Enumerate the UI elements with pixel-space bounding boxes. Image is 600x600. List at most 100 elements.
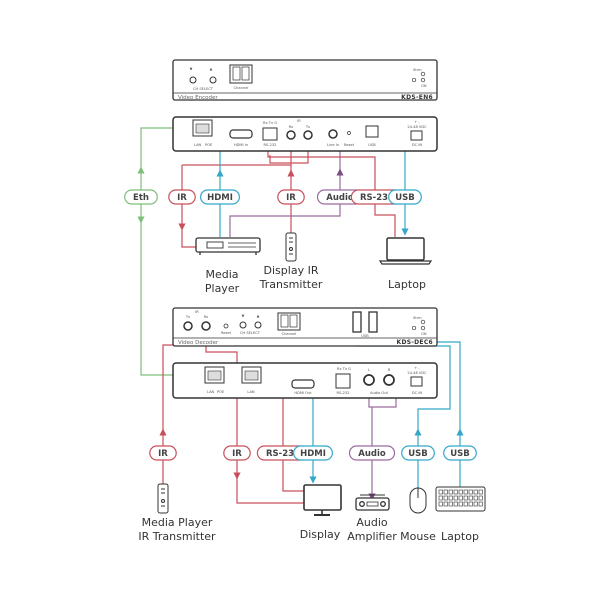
ch-up-arrow: ▲ <box>210 67 213 71</box>
dc-pins-label: + - <box>414 120 420 124</box>
laptop-bottom-label: Laptop <box>441 530 479 543</box>
dc-spec-label: 24-48 VDC <box>407 125 427 129</box>
decoder-ir-label: IR <box>195 310 199 314</box>
audio-out-r-port[interactable] <box>383 374 395 386</box>
keyboard-key <box>443 501 448 507</box>
decoder-dc-in-label: DC IN <box>412 391 422 395</box>
audio-out-l-port[interactable] <box>363 374 375 386</box>
keyboard-key <box>463 489 468 495</box>
pill-outline <box>443 445 477 461</box>
decoder-ch-up-arrow: ▲ <box>257 314 260 318</box>
bottom-ir-pill: IR <box>223 445 251 461</box>
decoder-channel-display <box>277 312 301 331</box>
keyboard-key <box>468 495 473 501</box>
keyboard-key <box>438 489 443 495</box>
display-ir-tx-label-line2: Transmitter <box>259 278 323 291</box>
channel-label: Channel <box>234 86 249 90</box>
decoder-ch-up-button[interactable] <box>254 321 262 329</box>
usb-mouse-cable <box>356 334 451 490</box>
decoder-usb-label: USB <box>361 334 369 338</box>
decoder-lan-poe-port[interactable] <box>204 366 225 384</box>
pill-outline <box>149 445 177 461</box>
dc-in-port[interactable] <box>410 130 423 141</box>
lan-poe-port[interactable] <box>192 119 213 137</box>
pill-label: IR <box>232 449 242 459</box>
reset-button[interactable] <box>347 131 351 135</box>
ch-down-button[interactable] <box>189 76 197 84</box>
ch-down-arrow: ▼ <box>190 67 193 71</box>
media-player-label-line2: Player <box>205 282 240 295</box>
display-label: Display <box>300 528 341 541</box>
decoder-usb-port-1[interactable] <box>352 311 362 333</box>
keyboard-key <box>473 495 478 501</box>
pill-label: HDMI <box>300 449 326 459</box>
rs232-port[interactable] <box>262 127 278 141</box>
top-usb-pill: USB <box>388 189 422 205</box>
lan-label: LAN <box>194 143 202 147</box>
usb-port[interactable] <box>365 125 379 138</box>
rs232-pins-label: Rx Tx G <box>263 121 277 125</box>
pill-label: IR <box>286 193 296 203</box>
decoder-usb-port-2[interactable] <box>368 311 378 333</box>
decoder-ir-rx-port[interactable] <box>201 321 211 331</box>
decoder-reset-button[interactable] <box>223 323 229 329</box>
line-in-label: Line In <box>327 143 339 147</box>
bottom-usb-pill: USB <box>443 445 477 461</box>
decoder-lan-port[interactable] <box>241 366 262 384</box>
hdmi-in-port[interactable] <box>229 129 253 139</box>
decoder-ir-tx-port[interactable] <box>183 321 193 331</box>
decoder-ch-down-button[interactable] <box>239 321 247 329</box>
ch-select-label: CH SELECT <box>193 87 214 91</box>
keyboard-key <box>478 489 483 495</box>
encoder-front-panel: ▼ ▲ CH SELECT Channel Video Encoder KDS-… <box>172 59 438 101</box>
decoder-rear-panel: LAN POE LAN HDMI Out Rx Tx G RS-232 L R … <box>172 362 438 399</box>
keyboard-key <box>453 495 458 501</box>
pill-label: Audio <box>326 193 354 203</box>
usb-label: USB <box>368 143 376 147</box>
keyboard-key <box>458 495 463 501</box>
keyboard-key <box>458 501 463 507</box>
top-hdmi-pill: HDMI <box>200 189 241 205</box>
decoder-dc-in-port[interactable] <box>410 376 423 387</box>
encoder-rear-panel: LAN POE HDMI In Rx Tx G RS-232 IR Rx Tx … <box>172 116 438 152</box>
ir-tx-port[interactable] <box>303 130 313 140</box>
decoder-ir-tx-label: Tx <box>185 315 191 319</box>
pill-label: Eth <box>133 193 149 203</box>
keyboard-key <box>448 501 453 507</box>
hdmi-in-label: HDMI In <box>234 143 248 147</box>
audio-r-label: R <box>388 368 391 372</box>
decoder-reset-label: Reset <box>221 331 232 335</box>
channel-display <box>229 64 253 84</box>
audio-out-cable <box>368 384 397 495</box>
pill-label: USB <box>408 449 428 459</box>
pill-outline <box>388 189 422 205</box>
decoder-rs232-label: RS-232 <box>337 391 350 395</box>
decoder-rs232-port[interactable] <box>335 373 351 389</box>
bottom-usb-pill: USB <box>401 445 435 461</box>
decoder-on-led <box>420 325 426 331</box>
pill-label: USB <box>450 449 470 459</box>
ir-rx-port[interactable] <box>286 130 296 140</box>
ch-up-button[interactable] <box>209 76 217 84</box>
pill-label: RS-232 <box>266 449 300 459</box>
keyboard-icon <box>435 486 486 512</box>
decoder-status-led <box>411 325 417 331</box>
keyboard-key <box>473 501 478 507</box>
on-led <box>420 77 426 83</box>
mouse-icon <box>409 487 427 514</box>
decoder-lan-label: LAN <box>247 390 255 394</box>
ir-to-media-player-cable <box>181 165 198 248</box>
decoder-model: KDS-DEC6 <box>397 339 434 346</box>
hdmi-out-port[interactable] <box>291 379 315 389</box>
device-labels: Media Player Display IR Transmitter Lapt… <box>138 264 479 543</box>
line-in-port[interactable] <box>328 129 338 139</box>
decoder-front-panel: IR Tx Rx Reset ▼ ▲ CH SELECT Channel USB… <box>172 307 438 347</box>
media-player-ir-tx-label-line1: Media Player <box>142 516 213 529</box>
bottom-ir-pill: IR <box>149 445 177 461</box>
keyboard-key <box>458 489 463 495</box>
decoder-stream-label: Strm <box>413 316 422 320</box>
decoder-poe-label: POE <box>217 390 225 394</box>
ir-tx-label: Tx <box>305 125 311 129</box>
decoder-channel-label: Channel <box>282 332 297 336</box>
